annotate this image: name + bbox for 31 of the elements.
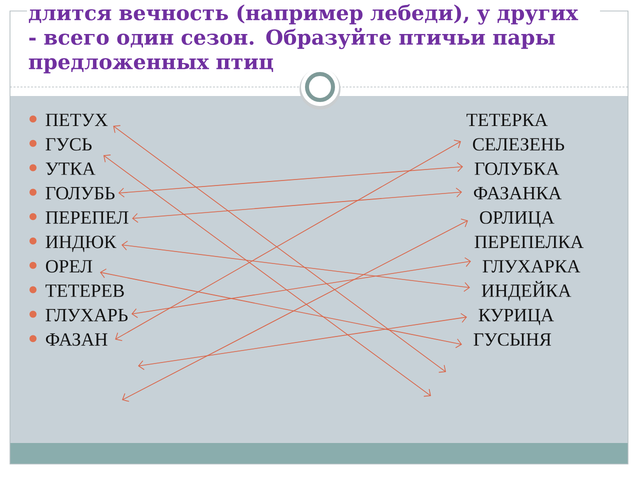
word-label: ИНДЮК [46, 236, 116, 252]
double-arrow [118, 162, 463, 198]
slide-title: длится вечность (например лебеди), у других - всего один сезон. Образуйте птичьи пары предложенных птиц [28, 4, 578, 74]
word-label: ТЕТЕРЕВ [46, 284, 124, 297]
word-label: ТЕТЕРКА [466, 114, 548, 126]
word-label: ГЛУХАРКА [482, 260, 580, 273]
double-arrow [122, 218, 468, 402]
double-arrow [132, 188, 462, 223]
word-label: ОРЕЛ [46, 260, 92, 273]
double-arrow [115, 140, 461, 341]
word-label: ГУСЫНЯ [474, 333, 552, 346]
word-label: ГУСЬ [46, 138, 92, 151]
word-label: ОРЛИЦА [480, 211, 554, 228]
word-label: СЕЛЕЗЕНЬ [472, 138, 564, 151]
word-label: ПЕРЕПЕЛКА [474, 236, 584, 248]
word-label: ГЛУХАРЬ [46, 308, 128, 322]
word-label: ГОЛУБЬ [46, 186, 115, 200]
word-label: ГОЛУБКА [474, 162, 560, 175]
word-label: ПЕРЕПЕЛ [46, 211, 128, 224]
word-label: ПЕТУХ [46, 114, 108, 126]
double-arrow [138, 313, 467, 370]
double-arrow [100, 268, 462, 348]
word-label: ФАЗАН [46, 333, 108, 346]
word-label: КУРИЦА [478, 308, 554, 326]
word-label: ИНДЕЙКА [482, 281, 572, 301]
double-arrow [131, 257, 471, 318]
double-arrow [121, 240, 470, 292]
double-arrow [113, 125, 446, 373]
word-label: УТКА [46, 162, 96, 175]
word-label: ФАЗАНКА [474, 186, 562, 200]
double-arrow [103, 154, 431, 397]
